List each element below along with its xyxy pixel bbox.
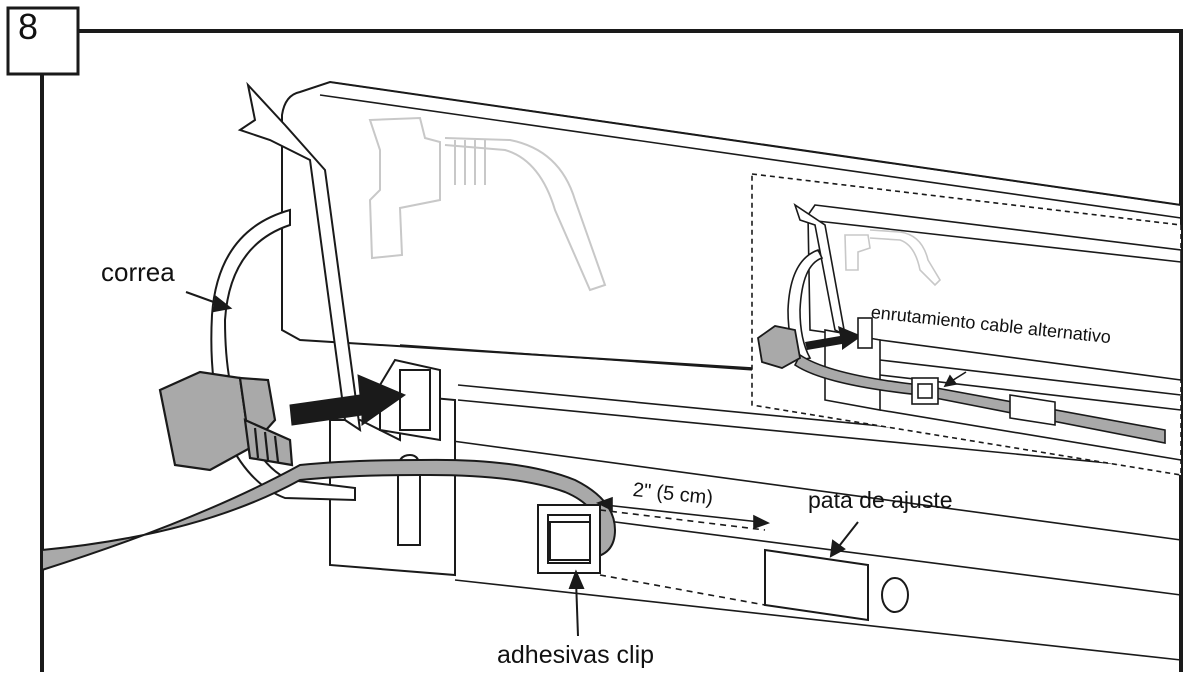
step-number-box [6, 6, 80, 76]
inset-cable [793, 353, 1166, 444]
leveling-leg-label: pata de ajuste [808, 487, 953, 513]
ghost-cord-illustration [368, 116, 607, 292]
callout-arrows [185, 291, 859, 637]
adhesive-clip-label: adhesivas clip [497, 641, 655, 669]
guide-dashed-lines [599, 509, 766, 606]
inset-arrow-right-icon [805, 326, 862, 350]
alternate-routing-inset [751, 173, 1182, 476]
inset-callout-arrow [943, 371, 967, 388]
distance-arrow [595, 496, 771, 530]
power-cable [41, 458, 617, 572]
adhesive-clip [537, 504, 601, 574]
inset-ghost-cord [844, 229, 942, 287]
strap [210, 81, 362, 502]
plug-icon [158, 370, 294, 472]
inset-clip [911, 377, 1056, 426]
inset-plug-icon [757, 325, 801, 369]
left-bracket [329, 358, 456, 577]
strap-label: correa [101, 257, 175, 287]
leveling-leg [764, 548, 909, 622]
step-number: 8 [18, 6, 39, 47]
arrow-right-icon [289, 374, 407, 426]
inset-bracket [857, 317, 873, 349]
